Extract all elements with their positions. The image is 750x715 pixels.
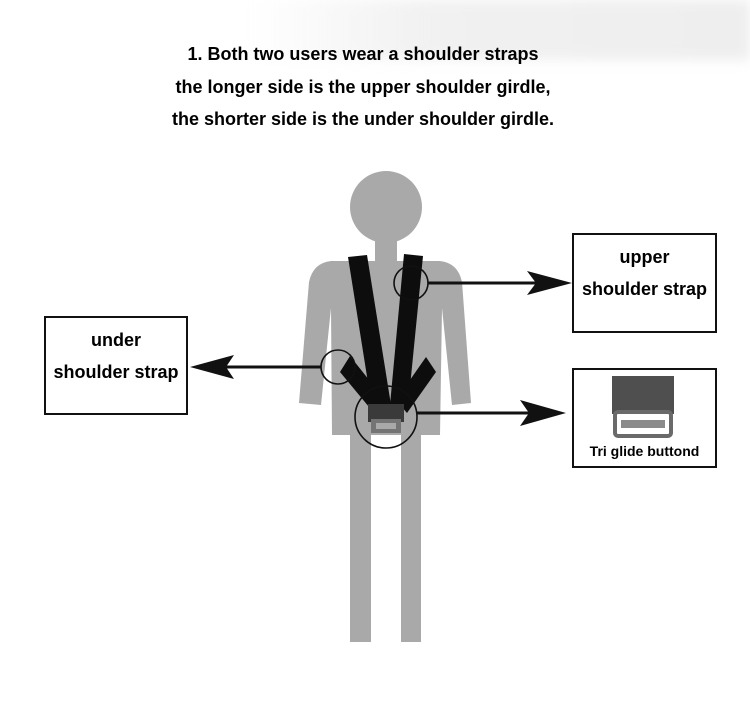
pointer-arrows (208, 281, 556, 415)
right-under-strap (396, 357, 436, 413)
person-silhouette-icon (299, 171, 471, 642)
arrowhead-right-icon (527, 271, 572, 295)
instruction-line-2: the longer side is the upper shoulder gi… (175, 76, 551, 97)
left-under-strap (340, 356, 385, 413)
background-wash (250, 0, 750, 60)
tri-glide-callout: Tri glide buttond (572, 368, 717, 468)
arrowhead-right-icon (520, 400, 566, 426)
callout-label-line-2: shoulder strap (581, 279, 708, 299)
upper-shoulder-strap-callout: upper shoulder strap (572, 233, 717, 333)
instruction-line-3: the shorter side is the under shoulder g… (171, 109, 555, 129)
instructions-text: 1. Both two users wear a shoulder straps… (0, 38, 726, 136)
tri-glide-buckle-icon (612, 376, 674, 438)
instruction-line-1: 1. Both two users wear a shoulder straps (187, 44, 539, 64)
torso (299, 261, 471, 435)
harness-buckle-slot (376, 423, 396, 429)
buckle-detail-circle (354, 385, 418, 449)
tri-glide-caption: Tri glide buttond (589, 443, 700, 459)
neck (375, 240, 397, 262)
callout-label-line-1: under (90, 330, 141, 350)
shoulder-harness-icon (340, 254, 436, 433)
left-shoulder-strap (348, 255, 391, 408)
left-leg (350, 430, 371, 642)
callout-label-line-2: shoulder strap (53, 362, 179, 382)
under-shoulder-strap-callout: under shoulder strap (44, 316, 188, 415)
right-leg (401, 430, 421, 642)
harness-buckle (368, 404, 404, 422)
right-shoulder-strap (390, 254, 423, 407)
head (350, 171, 422, 243)
callout-label-line-1: upper (619, 247, 670, 267)
arrowhead-left-icon (190, 355, 234, 379)
arrowheads (190, 271, 572, 426)
